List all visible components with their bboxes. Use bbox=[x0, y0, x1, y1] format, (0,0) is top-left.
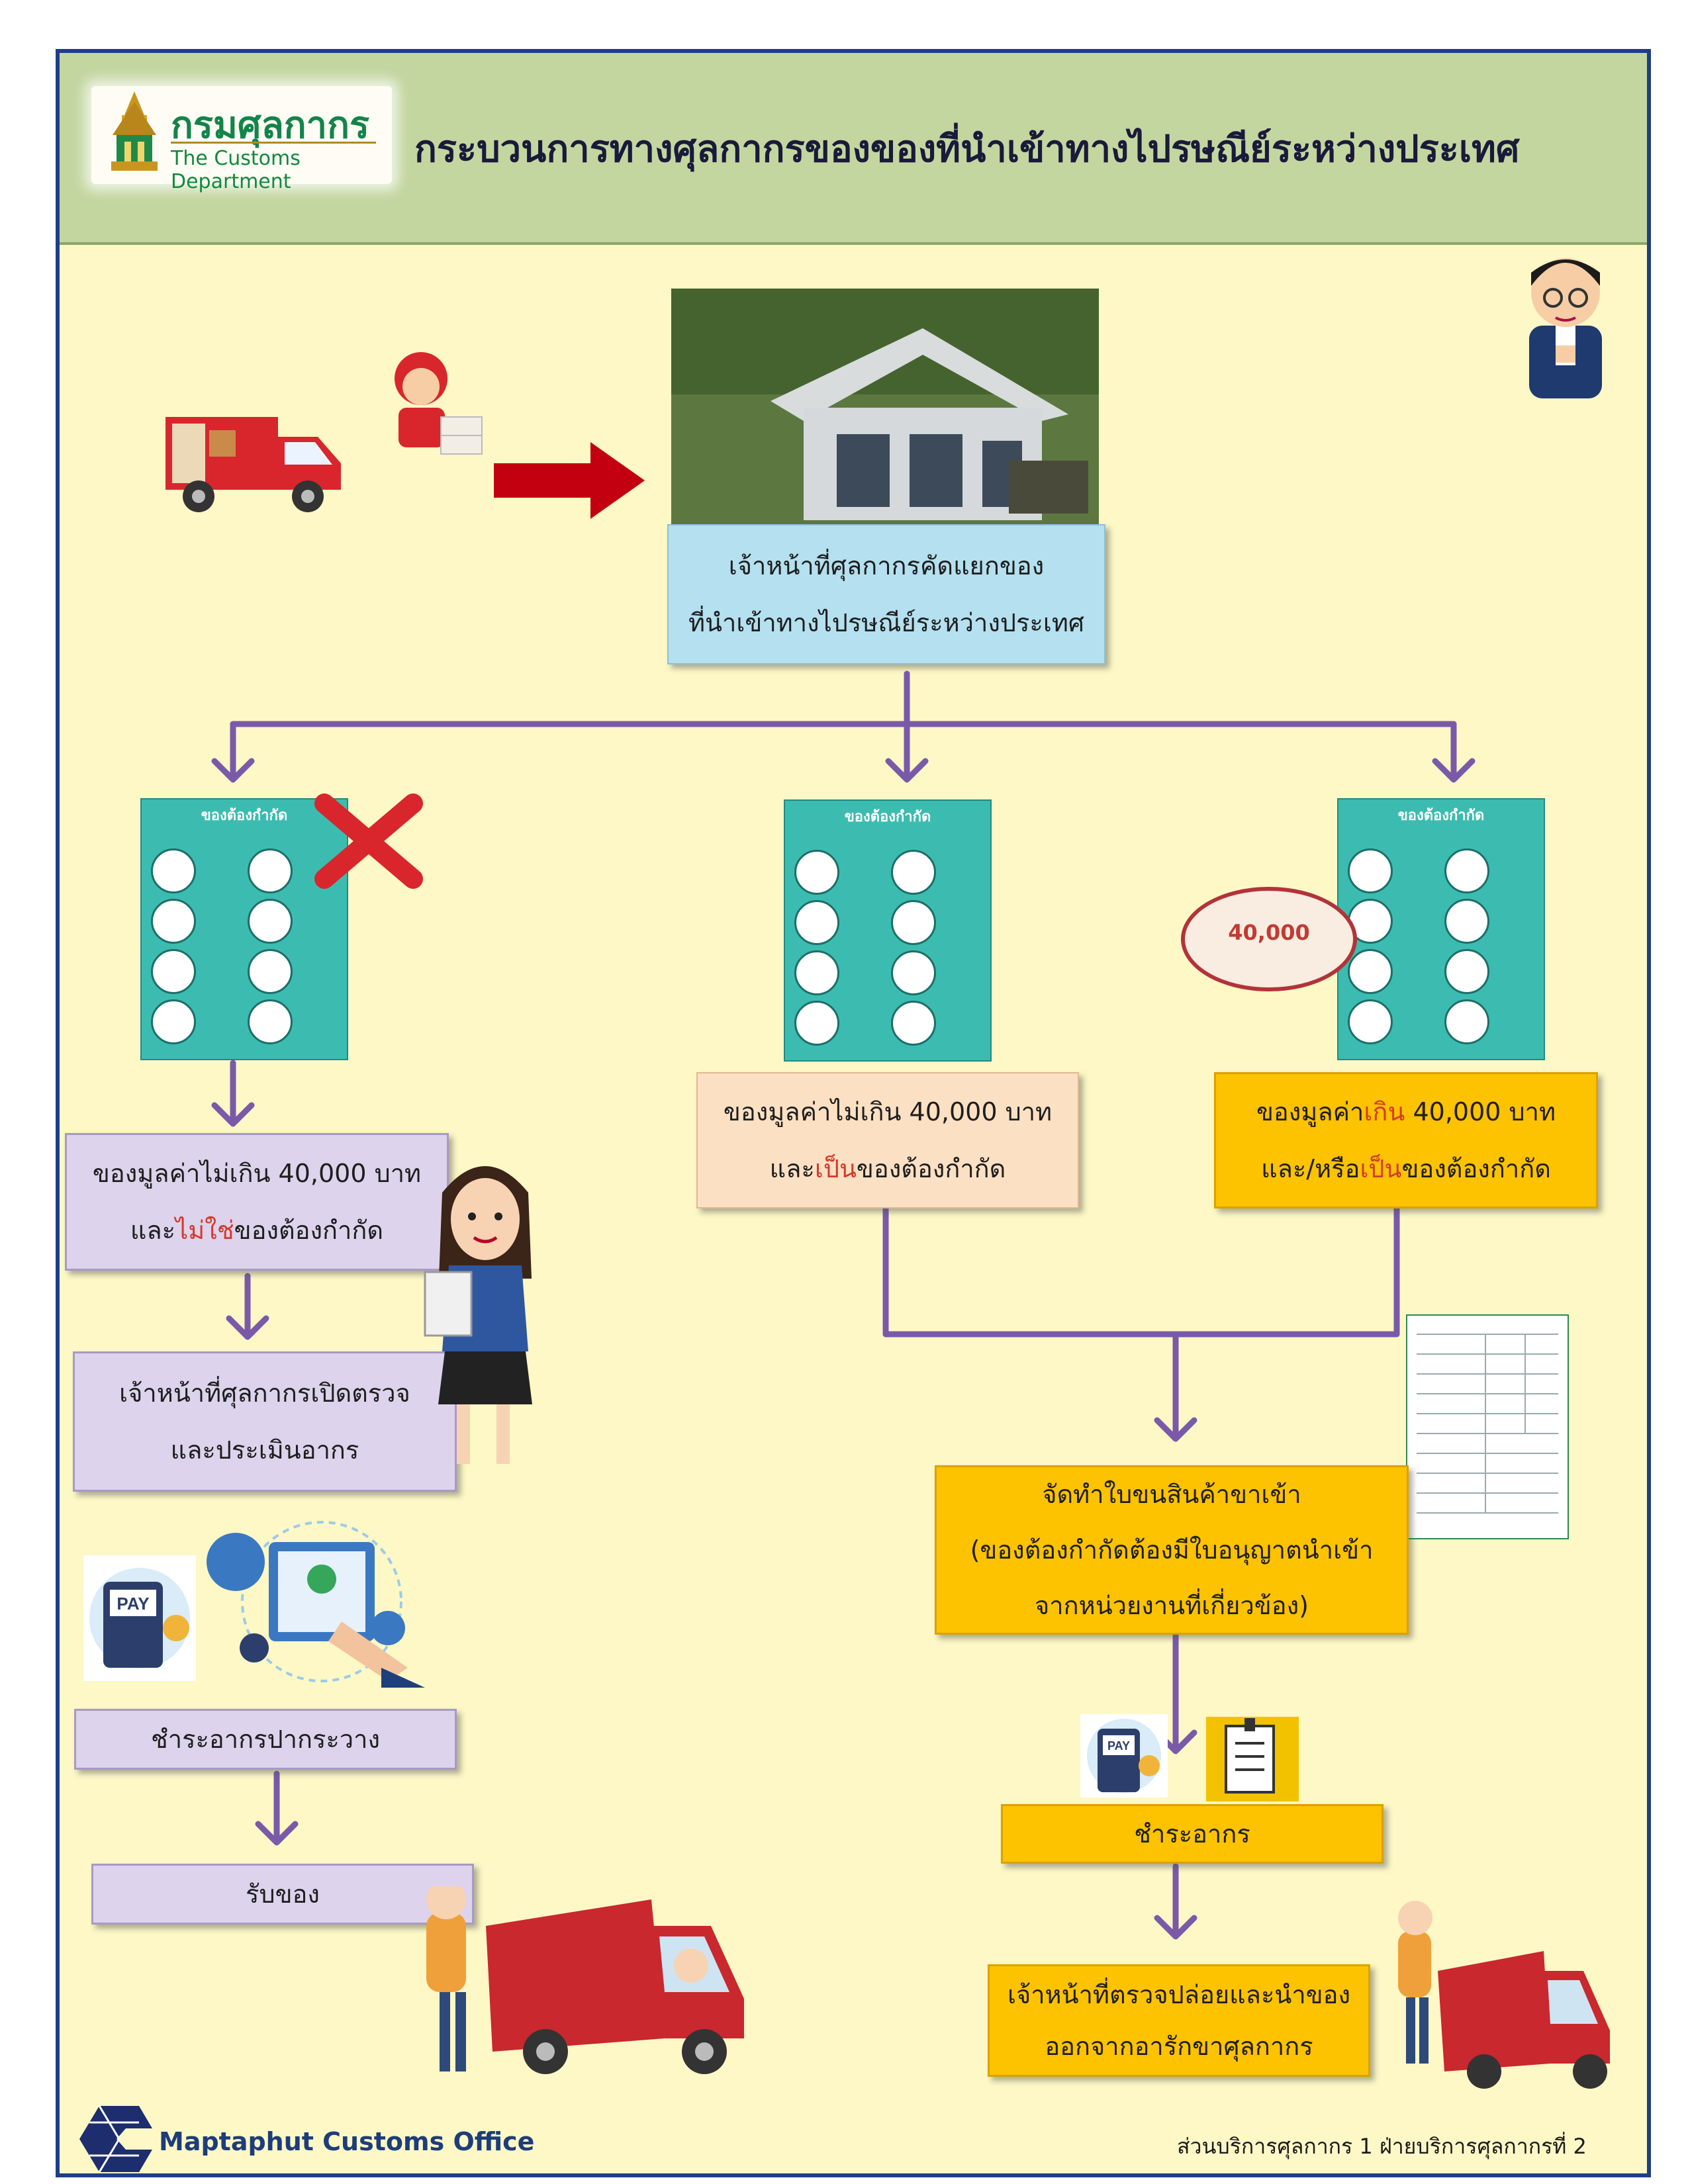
pay-terminal-icon: PAY bbox=[83, 1555, 196, 1681]
customs-officer-icon bbox=[1529, 258, 1602, 398]
mail-truck-icon bbox=[165, 417, 341, 512]
restricted-goods-poster-left: ของต้องกำกัด bbox=[140, 798, 348, 1060]
pay-duty-box: ชำระอากร bbox=[1001, 1804, 1383, 1864]
poster-item-icon bbox=[1444, 999, 1489, 1044]
footer-office-name: Maptaphut Customs Office bbox=[159, 2127, 535, 2156]
declaration-step-line3: จากหน่วยงานที่เกี่ยวข้อง) bbox=[1035, 1591, 1309, 1620]
poster-item-icon bbox=[891, 900, 936, 945]
declaration-step-box: จัดทำใบขนสินค้าขาเข้า (ของต้องกำกัดต้องม… bbox=[935, 1465, 1409, 1635]
logo-text-english: The Customs Department bbox=[171, 147, 301, 193]
left-condition-emphasis: ไม่ใช่ bbox=[175, 1216, 234, 1245]
pay-duty-label: ชำระอากร bbox=[1134, 1819, 1250, 1848]
right-condition-line1: ของมูลค่าเกิน 40,000 บาท bbox=[1256, 1083, 1556, 1140]
poster-item-icon bbox=[891, 1001, 936, 1046]
delivery-truck-illustration bbox=[426, 1886, 744, 2074]
poster-item-icon bbox=[1444, 848, 1489, 893]
sorting-step-line1: เจ้าหน้าที่ศุลกากรคัดแยกของ bbox=[728, 551, 1045, 580]
poster-item-icon bbox=[1444, 899, 1489, 944]
poster-item-icon bbox=[248, 949, 293, 994]
poster-item-icon bbox=[794, 950, 839, 995]
inspection-step-line2: และประเมินอากร bbox=[170, 1435, 359, 1465]
footer-department: ส่วนบริการศุลกากร 1 ฝ่ายบริการศุลกากรที่… bbox=[1177, 2134, 1587, 2159]
right-condition-prefix: ของมูลค่า bbox=[1256, 1097, 1364, 1126]
officer-woman-illustration bbox=[424, 1166, 532, 1464]
receive-goods-label: รับของ bbox=[246, 1880, 320, 1909]
pay-at-port-label: ชำระอากรปากระวาง bbox=[150, 1725, 381, 1754]
poster-item-icon bbox=[794, 850, 839, 895]
middle-condition-prefix: และ bbox=[769, 1154, 815, 1183]
poster-item-icon bbox=[891, 850, 936, 895]
poster-item-icon bbox=[794, 900, 839, 945]
right-condition-emphasis-2: เป็น bbox=[1360, 1154, 1402, 1183]
left-condition-prefix: และ bbox=[130, 1216, 176, 1245]
poster-item-icon bbox=[248, 899, 293, 944]
pay-at-port-box: ชำระอากรปากระวาง bbox=[74, 1709, 457, 1770]
release-step-box: เจ้าหน้าที่ตรวจปล่อยและนำของ ออกจากอารัก… bbox=[988, 1964, 1370, 2077]
declaration-step-line1: จัดทำใบขนสินค้าขาเข้า bbox=[1042, 1480, 1301, 1509]
page-title: กระบวนการทางศุลกากรของของที่นำเข้าทางไปร… bbox=[414, 128, 1520, 171]
poster-item-icon bbox=[794, 1001, 839, 1046]
receive-goods-box: รับของ bbox=[91, 1864, 474, 1925]
tax-document-icon bbox=[1206, 1717, 1299, 1801]
import-declaration-form-image bbox=[1406, 1314, 1569, 1539]
delivery-truck-illustration-right bbox=[1398, 1901, 1610, 2089]
poster-item-icon bbox=[1348, 848, 1393, 893]
left-condition-line2: และไม่ใช่ของต้องกำกัด bbox=[130, 1202, 383, 1259]
inspection-step-box: เจ้าหน้าที่ศุลกากรเปิดตรวจ และประเมินอาก… bbox=[73, 1351, 457, 1492]
sorting-step-line2: ที่นำเข้าทางไปรษณีย์ระหว่างประเทศ bbox=[688, 608, 1085, 637]
temple-crest-icon bbox=[111, 91, 158, 171]
middle-condition-emphasis: เป็น bbox=[814, 1154, 857, 1183]
poster-title: ของต้องกำกัด bbox=[1397, 807, 1485, 824]
logo-underline bbox=[171, 142, 376, 144]
poster-item-icon bbox=[891, 950, 936, 995]
pay-terminal-icon-right: PAY bbox=[1080, 1714, 1168, 1797]
left-condition-box: ของมูลค่าไม่เกิน 40,000 บาท และไม่ใช่ของ… bbox=[65, 1133, 449, 1271]
release-step-line2: ออกจากอารักขาศุลกากร bbox=[1045, 2032, 1313, 2061]
right-condition-suffix-2: ของต้องกำกัด bbox=[1401, 1154, 1551, 1183]
red-x-icon bbox=[314, 794, 423, 889]
middle-condition-suffix: ของต้องกำกัด bbox=[856, 1154, 1006, 1183]
post-office-building-image bbox=[671, 289, 1099, 527]
poster-item-icon bbox=[151, 899, 196, 944]
pay-terminal-label: PAY bbox=[117, 1594, 149, 1614]
left-condition-line1: ของมูลค่าไม่เกิน 40,000 บาท bbox=[92, 1159, 422, 1188]
middle-condition-box: ของมูลค่าไม่เกิน 40,000 บาท และเป็นของต้… bbox=[696, 1072, 1079, 1208]
right-condition-line2: และ/หรือเป็นของต้องกำกัด bbox=[1261, 1140, 1551, 1197]
poster-item-icon bbox=[1348, 999, 1393, 1044]
right-condition-box: ของมูลค่าเกิน 40,000 บาท และ/หรือเป็นของ… bbox=[1214, 1072, 1598, 1208]
red-arrow-icon bbox=[494, 442, 645, 519]
restricted-goods-poster-middle: ของต้องกำกัด bbox=[784, 799, 992, 1062]
poster-item-icon bbox=[1444, 949, 1489, 994]
release-step-line1: เจ้าหน้าที่ตรวจปล่อยและนำของ bbox=[1007, 1980, 1351, 2009]
middle-condition-line1: ของมูลค่าไม่เกิน 40,000 บาท bbox=[723, 1097, 1053, 1126]
restricted-goods-poster-right: ของต้องกำกัด bbox=[1337, 798, 1545, 1060]
poster-item-icon bbox=[151, 848, 196, 893]
right-condition-emphasis: เกิน bbox=[1364, 1097, 1405, 1126]
middle-condition-line2: และเป็นของต้องกำกัด bbox=[770, 1140, 1006, 1197]
poster-item-icon bbox=[248, 848, 293, 893]
left-condition-suffix: ของต้องกำกัด bbox=[234, 1216, 384, 1245]
declaration-step-line2: (ของต้องกำกัดต้องมีใบอนุญาตนำเข้า bbox=[970, 1535, 1374, 1565]
poster-title: ของต้องกำกัด bbox=[201, 807, 288, 824]
right-condition-suffix: 40,000 บาท bbox=[1405, 1097, 1556, 1126]
sorting-step-box: เจ้าหน้าที่ศุลกากรคัดแยกของ ที่นำเข้าทาง… bbox=[667, 524, 1105, 664]
poster-title: ของต้องกำกัด bbox=[844, 809, 931, 825]
poster-item-icon bbox=[151, 999, 196, 1044]
value-badge-text: 40,000 bbox=[1228, 920, 1310, 945]
inspection-step-line1: เจ้าหน้าที่ศุลกากรเปิดตรวจ bbox=[119, 1379, 410, 1408]
online-payment-icon bbox=[207, 1521, 425, 1688]
right-condition-prefix-2: และ/หรือ bbox=[1261, 1154, 1360, 1183]
courier-icon bbox=[395, 352, 483, 455]
customs-office-logo-icon bbox=[79, 2105, 152, 2173]
poster-item-icon bbox=[1348, 949, 1393, 994]
value-badge-ellipse bbox=[1181, 887, 1357, 991]
customs-logo: กรมศุลกากร The Customs Department bbox=[91, 86, 392, 193]
pay-terminal-label-right: PAY bbox=[1107, 1739, 1130, 1752]
poster-item-icon bbox=[151, 949, 196, 994]
logo-text-thai: กรมศุลกากร bbox=[171, 104, 370, 147]
poster-item-icon bbox=[248, 999, 293, 1044]
